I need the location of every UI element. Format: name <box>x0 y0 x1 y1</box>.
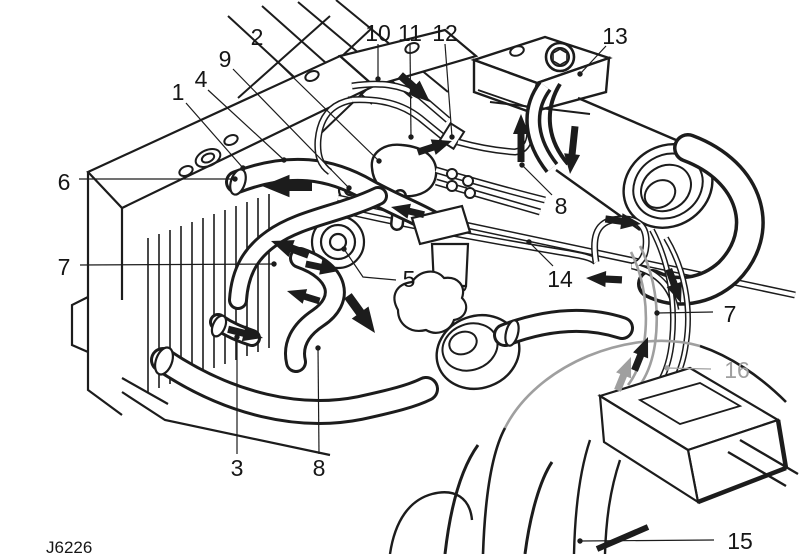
callout-labels-group: 1 2 3 4 5 6 7 7 8 8 9 10 11 12 13 14 15 … <box>58 20 753 554</box>
leader-lines-group <box>79 43 715 544</box>
callout-label-1: 1 <box>172 79 185 105</box>
expansion-tank-group <box>470 35 613 115</box>
radiator-panel-holes <box>178 41 420 178</box>
lower-hose-group <box>150 186 439 425</box>
heater-box-group <box>388 339 799 554</box>
callout-label-5: 5 <box>403 266 416 292</box>
radiator-side <box>70 172 331 457</box>
front-duct-band <box>525 81 570 173</box>
callout-label-2: 2 <box>251 24 264 50</box>
callout-label-4: 4 <box>195 66 208 92</box>
figure-code: J6226 <box>46 538 92 554</box>
filler-cap-icon <box>544 41 576 73</box>
callout-label-14: 14 <box>547 266 573 292</box>
callout-label-8-lower: 8 <box>313 455 326 481</box>
callout-label-7-left: 7 <box>58 254 71 280</box>
callout-label-3: 3 <box>231 455 244 481</box>
callout-label-16: 16 <box>724 357 750 383</box>
callout-label-6: 6 <box>58 169 71 195</box>
callout-label-13: 13 <box>602 23 628 49</box>
flow-arrows-group <box>227 72 682 392</box>
twin-hose-group <box>435 166 546 216</box>
callout-label-8-upper: 8 <box>555 193 568 219</box>
callout-label-7-right: 7 <box>724 301 737 327</box>
radiator-group <box>70 28 479 457</box>
callout-label-12: 12 <box>432 20 458 46</box>
callout-label-15: 15 <box>727 528 753 554</box>
callout-label-9: 9 <box>219 46 232 72</box>
callout-label-10: 10 <box>365 20 391 46</box>
callout-label-11: 11 <box>398 20 422 46</box>
engine-group <box>393 204 634 390</box>
